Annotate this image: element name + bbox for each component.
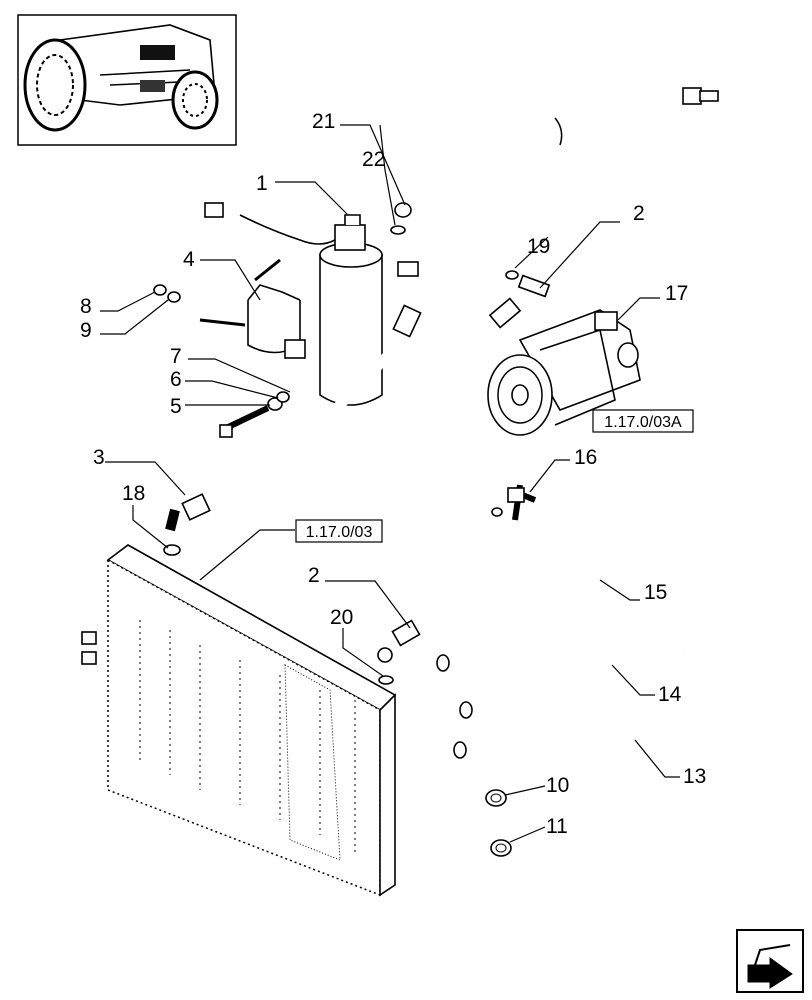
hose-clamp <box>485 789 507 807</box>
callout-11: 11 <box>546 815 568 838</box>
drain-hose-13 <box>453 707 712 759</box>
callout-2: 2 <box>308 564 320 587</box>
reference-label: 1.17.0/03 <box>306 524 373 541</box>
callout-15: 15 <box>644 581 667 604</box>
receiver-drier <box>204 202 383 406</box>
hose-drier-to-condenser <box>163 261 425 556</box>
callout-21: 21 <box>312 110 335 133</box>
reference-label: 1.17.0/03A <box>604 414 682 431</box>
callout-9: 9 <box>80 319 92 342</box>
hose-compressor-to-condenser <box>377 270 551 685</box>
callout-14: 14 <box>658 683 682 706</box>
callout-6: 6 <box>170 368 182 391</box>
fastener-nut <box>153 284 181 303</box>
tractor-thumbnail-icon[interactable] <box>17 14 237 146</box>
callout-numbers: 1 2 2 3 4 5 6 7 8 9 10 11 13 14 15 16 17… <box>80 110 706 838</box>
callout-5: 5 <box>170 395 182 418</box>
callout-3: 3 <box>93 446 105 469</box>
callout-18: 18 <box>122 482 145 505</box>
tee-fitting <box>491 484 537 521</box>
hose-clamp <box>490 839 512 857</box>
compressor <box>487 309 641 436</box>
callout-8: 8 <box>80 295 92 318</box>
next-page-arrow-icon[interactable] <box>736 929 804 993</box>
bolt <box>219 391 290 438</box>
callout-20: 20 <box>330 606 353 629</box>
condenser-radiator <box>81 544 397 897</box>
callout-16: 16 <box>574 446 597 469</box>
mounting-bracket <box>199 258 306 359</box>
callout-2: 2 <box>633 202 645 225</box>
callout-22: 22 <box>362 148 385 171</box>
callout-7: 7 <box>170 345 182 368</box>
drain-hose-14 <box>459 648 686 719</box>
callout-10: 10 <box>546 774 569 797</box>
callout-19: 19 <box>527 235 550 258</box>
drain-hose-15 <box>436 509 671 672</box>
callout-13: 13 <box>683 765 706 788</box>
hose-suction-top <box>390 87 719 235</box>
reference-box-radiator[interactable]: 1.17.0/03 <box>295 519 383 543</box>
callout-4: 4 <box>183 248 195 271</box>
callout-17: 17 <box>665 282 688 305</box>
leader-lines <box>100 124 680 843</box>
reference-box-compressor[interactable]: 1.17.0/03A <box>592 409 694 433</box>
callout-1: 1 <box>256 172 268 195</box>
